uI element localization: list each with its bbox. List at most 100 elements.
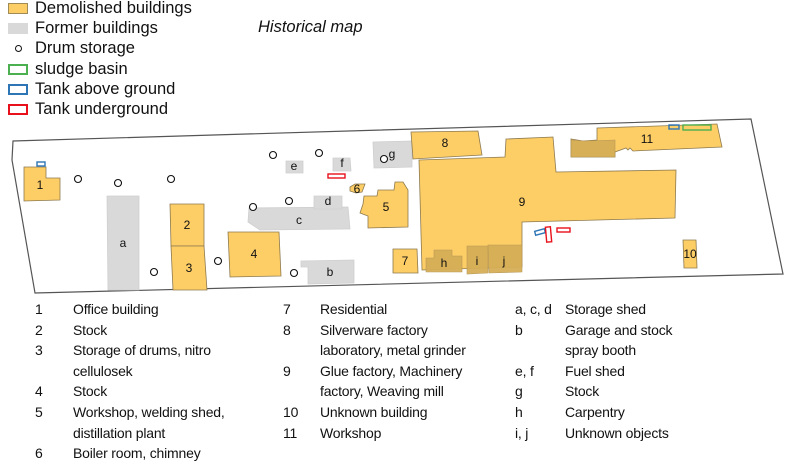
tank-above-ground-2 [668,124,680,130]
key-description: distillation plant [73,424,166,441]
key-id: i, j [515,424,529,441]
key-description: Residential [320,301,388,317]
legend-drum: Drum storage [8,38,135,58]
key-id: b [515,321,523,338]
building-1 [23,166,61,202]
label-g: g [389,147,396,161]
key-id: 4 [35,383,43,400]
green-outline-rect-icon [8,63,28,75]
drum-storage [268,150,278,160]
key-id: e, f [515,362,534,379]
key-id: 7 [283,301,291,317]
label-3: 3 [186,261,193,275]
label-9: 9 [519,195,526,209]
building-6 [349,183,366,194]
grey-filled-rect-icon [8,22,28,34]
tank-above-ground-3 [533,227,547,237]
former-building-e [285,160,304,174]
label-f: f [340,156,344,170]
key-id: 10 [283,404,299,420]
building-8 [410,130,483,160]
legend-label: Demolished buildings [35,0,192,17]
key-id: 6 [35,445,43,461]
map-title: Historical map [258,18,363,36]
key-description: Silverware factory [320,321,428,338]
legend-sludge: sludge basin [8,59,128,79]
key-description: cellulosek [73,362,133,379]
key-description: Stock [73,383,108,400]
legend-demolished: Demolished buildings [8,0,192,18]
legend-former: Former buildings [8,18,158,38]
building-7 [392,248,419,274]
sludge-basin [682,124,712,131]
key-id: 2 [35,321,43,338]
key-description: Workshop [320,424,382,441]
label-i: i [476,254,479,268]
key-description: Garage and stock [565,321,673,338]
label-c: c [296,213,302,227]
drum-storage [289,268,299,278]
tank-above-ground-1 [36,161,46,167]
key-id: 5 [35,404,43,420]
key-description: Boiler room, chimney [73,445,201,461]
former-building-d [313,195,343,210]
building-5 [359,181,409,229]
label-4: 4 [251,247,258,261]
drum-storage [149,267,159,277]
drum-storage [213,256,223,266]
drum-storage [166,174,176,184]
label-10: 10 [683,247,697,261]
legend-tank-above: Tank above ground [8,79,175,99]
small-circle-icon [8,43,28,54]
blue-outline-rect-icon [8,83,28,95]
red-outline-rect-icon [8,103,28,115]
label-8: 8 [442,136,449,150]
label-7: 7 [402,254,409,268]
label-e: e [291,159,298,173]
legend-label: Former buildings [35,18,158,37]
orange-filled-rect-icon [8,2,28,14]
key-description: Stock [565,383,600,400]
key-description: spray booth [565,342,636,359]
key-description: Unknown building [320,404,428,420]
legend-label: Tank above ground [35,79,176,98]
key-description: Carpentry [565,404,625,420]
former-building-j [487,244,523,274]
key-id: 1 [35,301,43,317]
former-building-11-overlay [570,139,616,158]
building-3 [170,245,208,291]
legend-label: Drum storage [35,38,135,57]
key-id: 11 [283,424,298,441]
key-description: Storage shed [565,301,646,317]
key-description: Stock [73,321,108,338]
key-description: factory, Weaving mill [320,383,444,400]
legend-label: Tank underground [35,99,169,118]
key-id: 3 [35,342,43,359]
key-id: 9 [283,362,291,379]
key-id: g [515,383,523,400]
label-2: 2 [184,218,191,232]
drum-storage [379,154,389,164]
former-building-f [332,157,352,172]
key-description: Office building [73,301,159,317]
legend-label: sludge basin [35,59,128,78]
former-building-h [425,249,463,273]
label-6: 6 [354,182,361,196]
former-building-a [106,195,140,291]
label-b: b [327,265,334,279]
drum-storage [248,202,258,212]
tank-underground-1 [544,226,553,243]
tank-underground-2 [556,227,571,233]
key-description: Glue factory, Machinery [320,362,463,379]
drum-storage [284,196,294,206]
key-description: Workshop, welding shed, [73,404,225,420]
key-description: Storage of drums, nitro [73,342,211,359]
building-10 [682,239,698,269]
building-4 [227,231,282,278]
former-building-b [300,259,355,285]
label-1: 1 [37,178,44,192]
key-description: Unknown objects [565,424,669,441]
key-id: h [515,404,523,420]
label-h: h [441,256,448,270]
